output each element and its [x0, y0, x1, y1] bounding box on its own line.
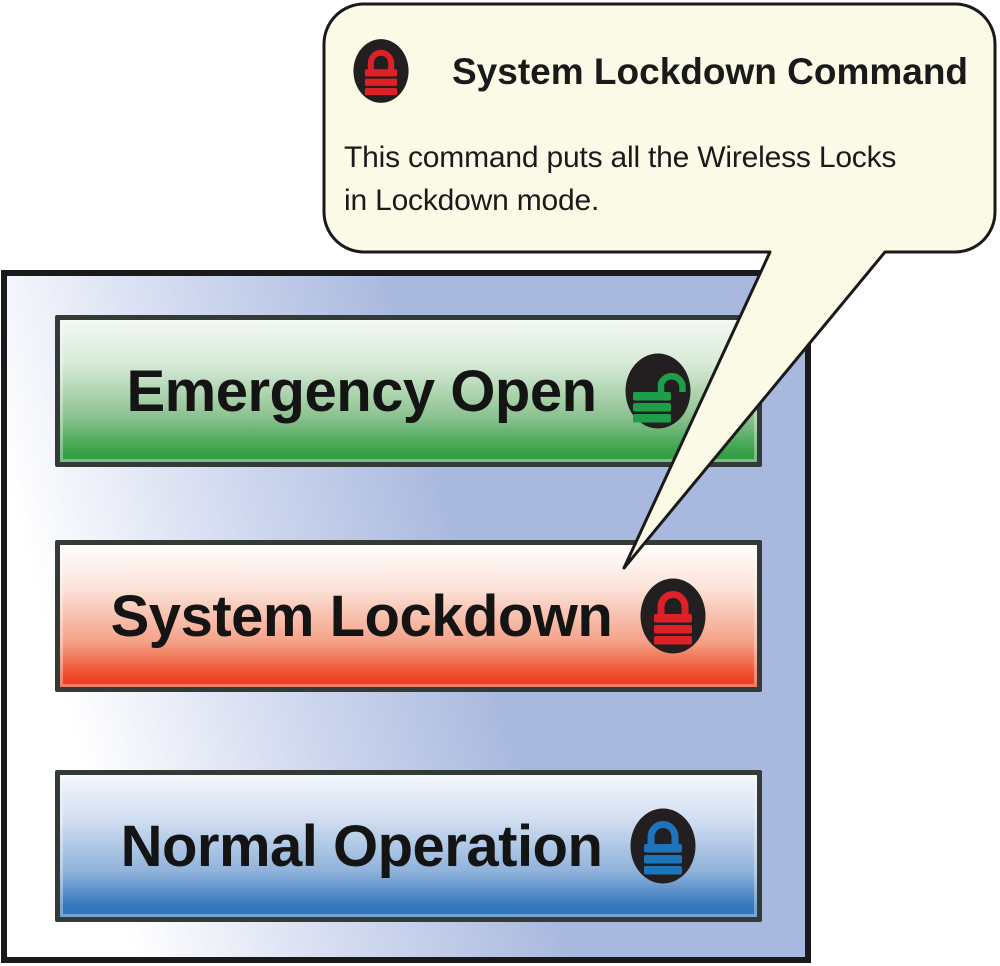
button-label: Emergency Open — [126, 358, 597, 424]
command-panel: Emergency Open System Lockdown — [1, 270, 811, 963]
normal-operation-button[interactable]: Normal Operation — [55, 770, 762, 922]
button-label: Normal Operation — [120, 813, 603, 879]
emergency-open-button[interactable]: Emergency Open — [55, 315, 762, 467]
lock-closed-icon — [630, 808, 696, 884]
callout-body: This command puts all the Wireless Locks… — [344, 136, 896, 222]
lock-closed-icon — [640, 578, 706, 654]
lock-closed-icon — [353, 39, 409, 103]
callout-body-line: in Lockdown mode. — [344, 184, 600, 217]
lock-open-icon — [625, 353, 691, 429]
callout-body-line: This command puts all the Wireless Locks — [344, 141, 897, 174]
callout-title: System Lockdown Command — [452, 51, 969, 92]
system-lockdown-button[interactable]: System Lockdown — [55, 540, 762, 692]
button-label: System Lockdown — [110, 583, 613, 649]
